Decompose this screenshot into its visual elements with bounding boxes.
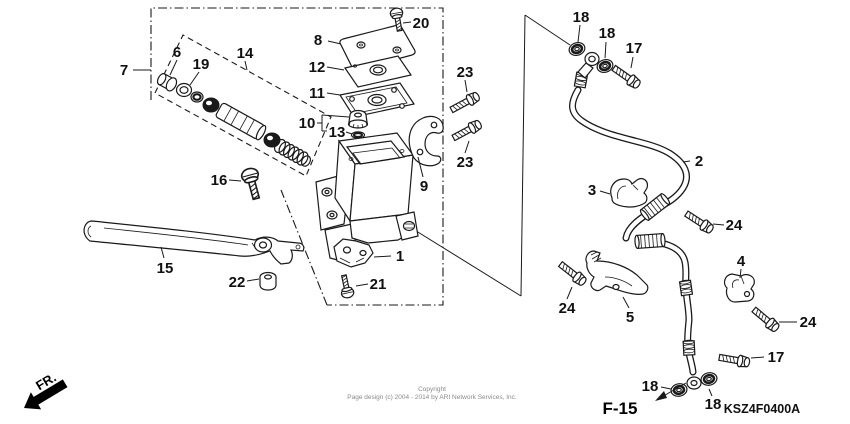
callout-18-c[interactable]: 18 xyxy=(642,378,659,395)
callout-17-a[interactable]: 17 xyxy=(626,40,643,57)
callout-23-a[interactable]: 23 xyxy=(457,64,474,81)
copyright-line-2: Page design (c) 2004 - 2014 by ARI Netwo… xyxy=(347,394,517,401)
callout-14[interactable]: 14 xyxy=(237,45,254,62)
sealing-washer-18-c xyxy=(668,380,690,400)
callout-18-d[interactable]: 18 xyxy=(705,396,722,413)
callout-22[interactable]: 22 xyxy=(229,274,246,291)
callout-15[interactable]: 15 xyxy=(157,260,174,277)
boundary-piston-kit xyxy=(154,34,332,177)
callout-7[interactable]: 7 xyxy=(120,62,128,79)
banjo-eye-bottom xyxy=(686,376,702,390)
switch-bracket-drawing xyxy=(333,238,374,268)
callout-19[interactable]: 19 xyxy=(193,56,210,73)
callout-13[interactable]: 13 xyxy=(329,124,346,141)
sealing-washer-18-a xyxy=(566,39,588,59)
callout-12[interactable]: 12 xyxy=(309,59,326,76)
bolt-24-b xyxy=(556,258,589,289)
callout-8[interactable]: 8 xyxy=(314,32,322,49)
leader-lines xyxy=(133,21,797,397)
callout-11[interactable]: 11 xyxy=(309,85,325,102)
callout-16[interactable]: 16 xyxy=(211,172,228,189)
connector-lines xyxy=(412,14,571,297)
callout-6[interactable]: 6 xyxy=(173,44,181,61)
callout-17-b[interactable]: 17 xyxy=(768,349,785,366)
figure-ref[interactable]: F-15 xyxy=(603,399,638,418)
brake-lever-drawing xyxy=(83,220,305,265)
bolt-24-a xyxy=(682,208,716,236)
hose-bracket-drawing xyxy=(585,250,649,295)
callout-18-a[interactable]: 18 xyxy=(573,9,590,26)
callout-9[interactable]: 9 xyxy=(420,178,428,195)
diagram-code: KSZ4F0400A xyxy=(724,402,800,416)
clamp-half-drawing xyxy=(408,115,444,167)
callout-24-c[interactable]: 24 xyxy=(800,314,817,331)
washer-13-drawing xyxy=(350,131,366,139)
callout-3[interactable]: 3 xyxy=(588,182,596,199)
figure-ref-arrow xyxy=(655,382,687,401)
hose-clamp-b-drawing xyxy=(723,273,755,303)
fr-direction-arrow: FR. xyxy=(24,370,68,410)
callout-5[interactable]: 5 xyxy=(626,309,634,326)
brake-hose-drawing xyxy=(569,51,697,376)
callout-18-b[interactable]: 18 xyxy=(599,25,616,42)
oil-bolt-17-b xyxy=(717,351,752,369)
lever-pivot-nut-drawing xyxy=(259,271,277,291)
callouts: 7 6 19 14 8 12 11 10 13 20 16 9 15 22 1 … xyxy=(120,9,817,413)
bolt-24-c xyxy=(749,304,782,335)
bolt-23-b xyxy=(450,117,484,144)
callout-4[interactable]: 4 xyxy=(737,253,746,270)
bolt-23-a xyxy=(448,89,482,116)
callout-10[interactable]: 10 xyxy=(299,115,316,132)
spring-drawing xyxy=(273,138,312,167)
callout-2[interactable]: 2 xyxy=(695,153,703,170)
copyright-line-1: Copyright xyxy=(418,386,446,393)
diaphragm-drawing xyxy=(339,82,415,118)
nut-drawing xyxy=(347,109,369,129)
callout-23-b[interactable]: 23 xyxy=(457,154,474,171)
switch-screw-drawing xyxy=(337,273,356,300)
callout-24-b[interactable]: 24 xyxy=(559,300,576,317)
callout-1[interactable]: 1 xyxy=(396,248,404,265)
sealing-washer-18-d xyxy=(698,369,720,389)
piston-kit-drawing xyxy=(156,73,312,167)
callout-24-a[interactable]: 24 xyxy=(726,217,743,234)
diaphragm-plate-drawing xyxy=(344,55,412,88)
callout-21[interactable]: 21 xyxy=(370,276,387,293)
master-cylinder-drawing xyxy=(315,132,419,263)
callout-20[interactable]: 20 xyxy=(413,15,430,32)
oil-bolt-17-a xyxy=(609,62,643,91)
lever-pivot-bolt-drawing xyxy=(239,165,266,202)
hose-clamp-drawing xyxy=(610,177,648,208)
